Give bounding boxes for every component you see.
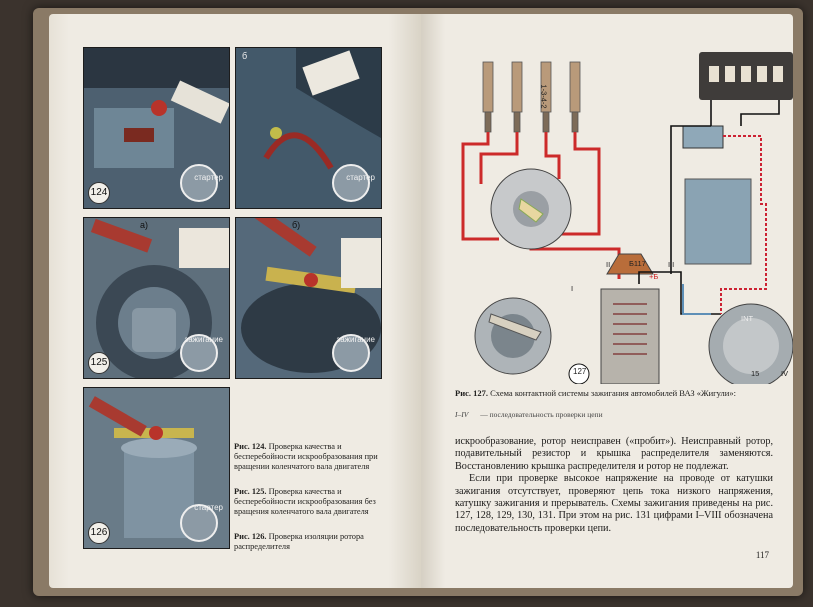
figure-124b: б стартер xyxy=(235,47,382,209)
figure-number: 124 xyxy=(88,182,110,204)
label-ii: II xyxy=(606,260,611,269)
caption-124: Рис. 124. Проверка качества и бесперебой… xyxy=(234,442,378,471)
figure-124a: 124 стартер xyxy=(83,47,230,209)
body-text: искрообразование, ротор неисправен («про… xyxy=(455,436,773,535)
figure-125b: б) зажигание xyxy=(235,217,382,379)
inset-label: зажигание xyxy=(336,335,375,344)
label-plus-b: +Б xyxy=(649,272,659,281)
page-number: 117 xyxy=(755,550,769,560)
spark-plugs xyxy=(482,61,581,133)
label-iii: III xyxy=(668,260,675,269)
inset-label: зажигание xyxy=(184,335,223,344)
figure-letter: а) xyxy=(140,220,149,230)
paragraph: Если при проверке высокое напряжение на … xyxy=(455,473,773,534)
label-int: INT xyxy=(741,314,754,323)
inset-label: стартер xyxy=(194,173,223,182)
figure-letter: б) xyxy=(292,220,301,230)
open-book: 124 стартер б стартер xyxy=(33,8,803,596)
label-iv: IV xyxy=(781,369,789,378)
inset-label: стартер xyxy=(346,173,375,182)
label-i: I xyxy=(571,284,574,293)
caption-127: Рис. 127. Схема контактной системы зажиг… xyxy=(455,388,736,398)
figure-number: 126 xyxy=(88,522,110,544)
paragraph: искрообразование, ротор неисправен («про… xyxy=(455,436,773,472)
right-page: 1-3-4-2 Б117 +Б II III I IV INT 15 127 Р… xyxy=(421,14,793,588)
figure-125a: а) 125 зажигание xyxy=(83,217,230,379)
spark-order-label: 1-3-4-2 xyxy=(539,84,549,109)
figure-letter: б xyxy=(242,51,248,61)
caption-125: Рис. 125. Проверка качества и бесперебой… xyxy=(234,487,376,516)
ignition-diagram xyxy=(461,52,793,384)
caption-126: Рис. 126. Проверка изоляции ротора распр… xyxy=(234,532,364,551)
inset-label: стартер xyxy=(194,503,223,512)
label-b117: Б117 xyxy=(629,259,646,268)
figure-number-127: 127 xyxy=(573,367,587,376)
label-15: 15 xyxy=(751,369,760,378)
caption-legend: I–IV — последовательность проверки цепи xyxy=(455,410,603,419)
left-page: 124 стартер б стартер xyxy=(49,14,421,588)
figure-126: 126 стартер xyxy=(83,387,230,549)
figure-number: 125 xyxy=(88,352,110,374)
